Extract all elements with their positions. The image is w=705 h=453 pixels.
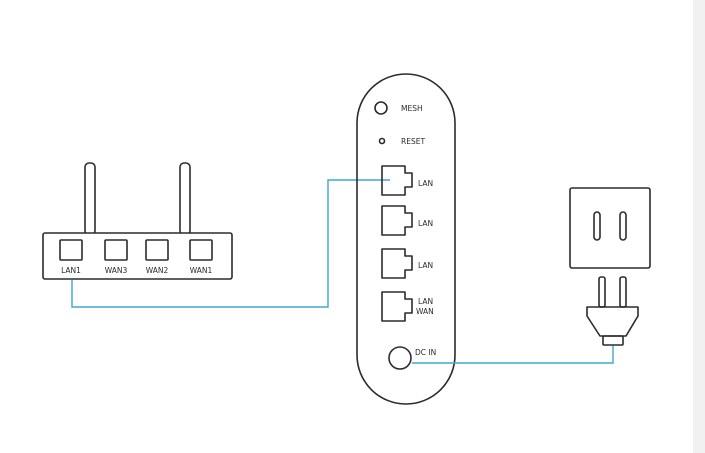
dc-in-label: DC IN [415, 348, 436, 357]
mesh-port-label: LAN [418, 261, 433, 270]
router-port-wan1 [189, 239, 213, 261]
mesh-unit-body [356, 73, 456, 405]
router-antenna-left [84, 162, 96, 236]
router-port-label: LAN1 [61, 266, 81, 275]
ethernet-cable [71, 179, 390, 308]
power-cable [412, 345, 614, 364]
plug-head [586, 306, 639, 337]
mesh-port-lan-1 [381, 165, 413, 196]
mesh-port-lan-3 [381, 248, 413, 279]
mesh-port-label: LAN [418, 179, 433, 188]
router-body [42, 232, 233, 280]
router-port-label: WAN3 [105, 266, 128, 275]
mesh-button [374, 101, 388, 115]
plug-prong-left [598, 276, 606, 308]
router-port-wan3 [104, 239, 128, 261]
mesh-label: MESH [401, 104, 423, 113]
outlet-slot-left [593, 211, 601, 241]
dc-in-jack [388, 346, 412, 370]
router-icon: LAN1 WAN3 WAN2 WAN1 [42, 162, 233, 280]
reset-label: RESET [401, 137, 425, 146]
mesh-port-lan-2 [381, 205, 413, 236]
reset-pinhole [378, 137, 386, 145]
mesh-unit: MESH RESET LAN LAN LAN LAN WAN DC IN [356, 73, 456, 405]
router-port-label: WAN2 [146, 266, 169, 275]
router-port-label: WAN1 [190, 266, 213, 275]
mesh-port-label: LAN [418, 219, 433, 228]
plug-prong-right [619, 276, 627, 308]
router-antenna-right [179, 162, 191, 236]
plug-neck [602, 335, 624, 346]
mesh-port-label: WAN [416, 307, 434, 316]
scrollbar[interactable] [693, 0, 705, 453]
mesh-port-label: LAN [418, 297, 433, 306]
power-plug-icon [586, 276, 639, 346]
wall-outlet-icon [569, 187, 651, 269]
outlet-plate [569, 187, 651, 269]
router-port-wan2 [145, 239, 169, 261]
outlet-slot-right [619, 211, 627, 241]
mesh-port-lan-wan [381, 291, 413, 322]
router-port-lan1 [59, 239, 83, 261]
